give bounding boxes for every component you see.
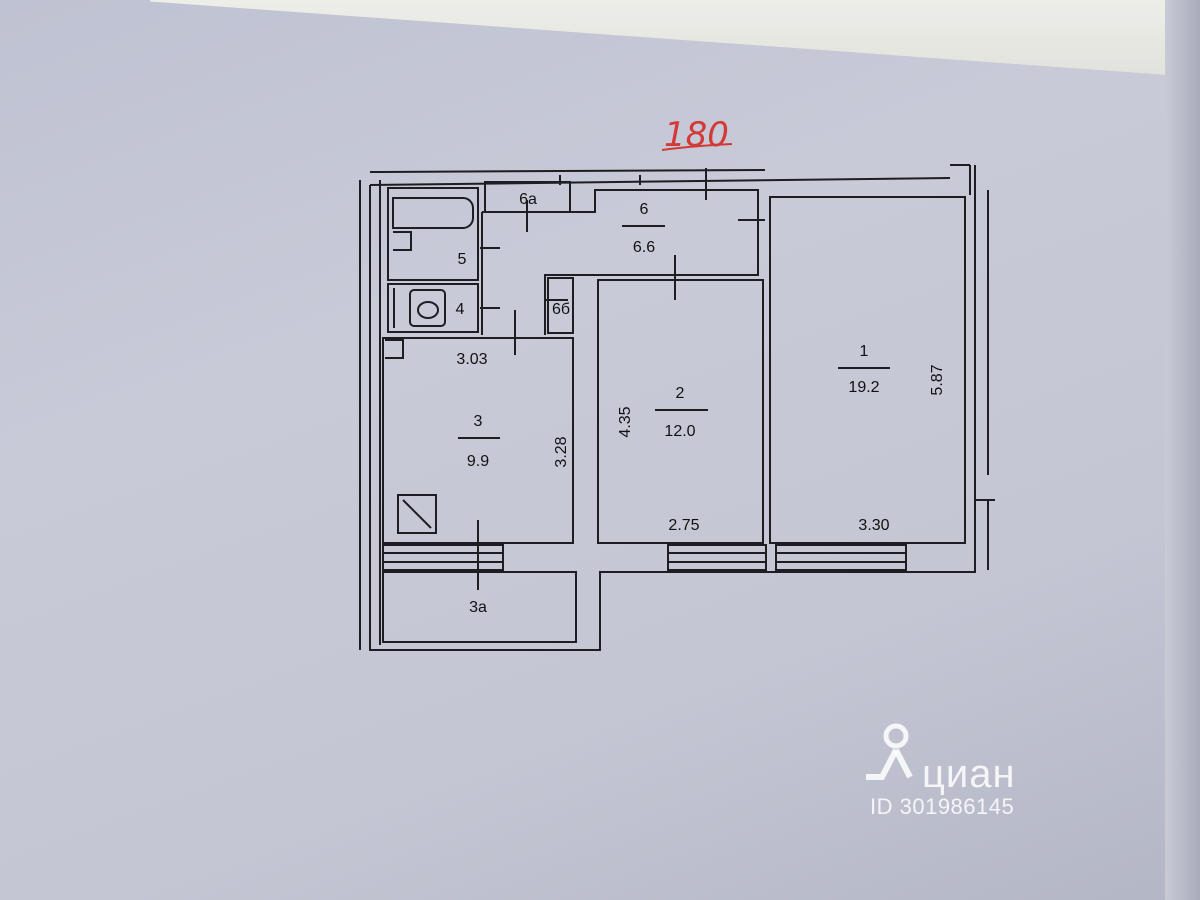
bathtub-icon (392, 197, 474, 229)
room-6b-label: 6б (552, 301, 570, 318)
room-2-outline (597, 279, 764, 544)
room-3-number: 3 (474, 413, 483, 430)
room-6-number: 6 (640, 201, 649, 218)
room-6-area: 6.6 (633, 239, 655, 256)
room-1-outline (769, 196, 966, 544)
outer-wall (369, 165, 976, 651)
balcony-label: 3а (469, 599, 487, 616)
room-2-width-dim: 2.75 (668, 517, 699, 534)
location-pin-icon (866, 723, 913, 780)
bathroom-outline (387, 187, 479, 281)
room-6a-label: 6а (519, 191, 537, 208)
room-4-label: 4 (456, 301, 465, 318)
balcony-outline (382, 571, 577, 643)
room-1-height-dim: 5.87 (929, 364, 946, 395)
boiler-icon (397, 494, 437, 534)
toilet-icon (417, 301, 439, 319)
watermark-listing-id: ID 301986145 (870, 794, 1015, 819)
room-3-height-dim: 3.28 (553, 436, 570, 467)
room-1-width-dim: 3.30 (858, 517, 889, 534)
room-3-width-dim: 3.03 (456, 351, 487, 368)
room-5-label: 5 (458, 251, 467, 268)
room-1-area: 19.2 (848, 379, 879, 396)
toilet-room-outline (387, 283, 479, 333)
room-3-area: 9.9 (467, 453, 489, 470)
paper-right-edge (1165, 0, 1200, 900)
room-2-area: 12.0 (664, 423, 695, 440)
room-2-height-dim: 4.35 (617, 406, 634, 437)
watermark-brand: циан (922, 752, 1016, 796)
room-2-number: 2 (676, 385, 685, 402)
room-1-number: 1 (860, 343, 869, 360)
window-marks (382, 544, 907, 571)
room-3-outline (382, 337, 574, 544)
